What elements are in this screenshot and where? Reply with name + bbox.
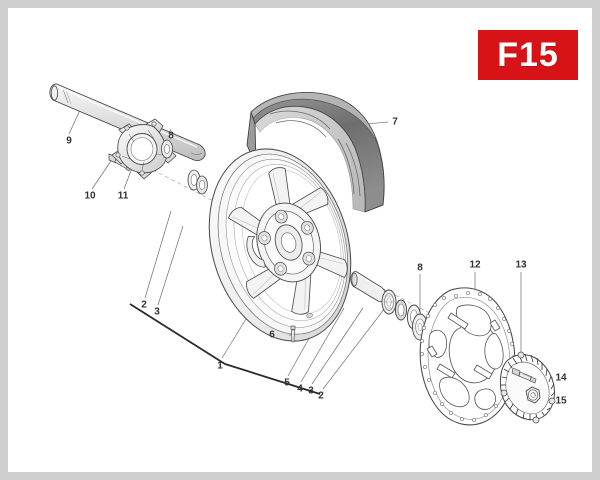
callout-label-13: 13 bbox=[515, 259, 527, 271]
callout-label-10: 10 bbox=[84, 190, 96, 202]
callout-label-8-secondary: 8 bbox=[417, 262, 423, 274]
callout-label-2: 2 bbox=[141, 299, 147, 311]
callout-label-2-secondary: 2 bbox=[318, 390, 324, 402]
callout-label-6: 6 bbox=[269, 329, 275, 341]
assembly-axis bbox=[133, 159, 479, 339]
diagram-canvas: 1 2 3 4 5 6 7 8 9 10 11 12 13 14 15 8 2 … bbox=[8, 8, 592, 472]
part-brake-disc bbox=[419, 287, 516, 426]
part-front-fender bbox=[246, 92, 385, 213]
callout-label-11: 11 bbox=[117, 190, 129, 202]
plate-badge: F15 bbox=[478, 30, 578, 80]
part-nut bbox=[525, 386, 541, 404]
part-abs-tone-ring bbox=[499, 351, 556, 424]
callout-label-4: 4 bbox=[297, 383, 303, 395]
callout-label-15: 15 bbox=[555, 395, 567, 407]
part-front-wheel-rim bbox=[208, 148, 352, 342]
part-tyre-valve bbox=[289, 325, 296, 343]
callout-label-3: 3 bbox=[154, 306, 160, 318]
part-1-baseline bbox=[129, 303, 321, 395]
callout-label-7: 7 bbox=[392, 116, 398, 128]
callout-label-8: 8 bbox=[168, 130, 174, 142]
part-bolt bbox=[511, 367, 537, 384]
callout-label-5: 5 bbox=[284, 377, 290, 389]
callout-label-3-secondary: 3 bbox=[308, 385, 314, 397]
part-bearing-right bbox=[381, 289, 397, 315]
part-seal-ring bbox=[394, 299, 408, 321]
callout-label-1: 1 bbox=[217, 360, 223, 372]
callout-label-12: 12 bbox=[469, 259, 481, 271]
callout-label-14: 14 bbox=[555, 372, 567, 384]
part-seals-left bbox=[187, 169, 208, 195]
plate-badge-label: F15 bbox=[497, 36, 559, 74]
front-wheel-diagram bbox=[49, 83, 556, 426]
part-spacer-tube bbox=[350, 270, 387, 303]
part-bearing-left bbox=[161, 139, 173, 159]
callout-label-9: 9 bbox=[66, 135, 72, 147]
